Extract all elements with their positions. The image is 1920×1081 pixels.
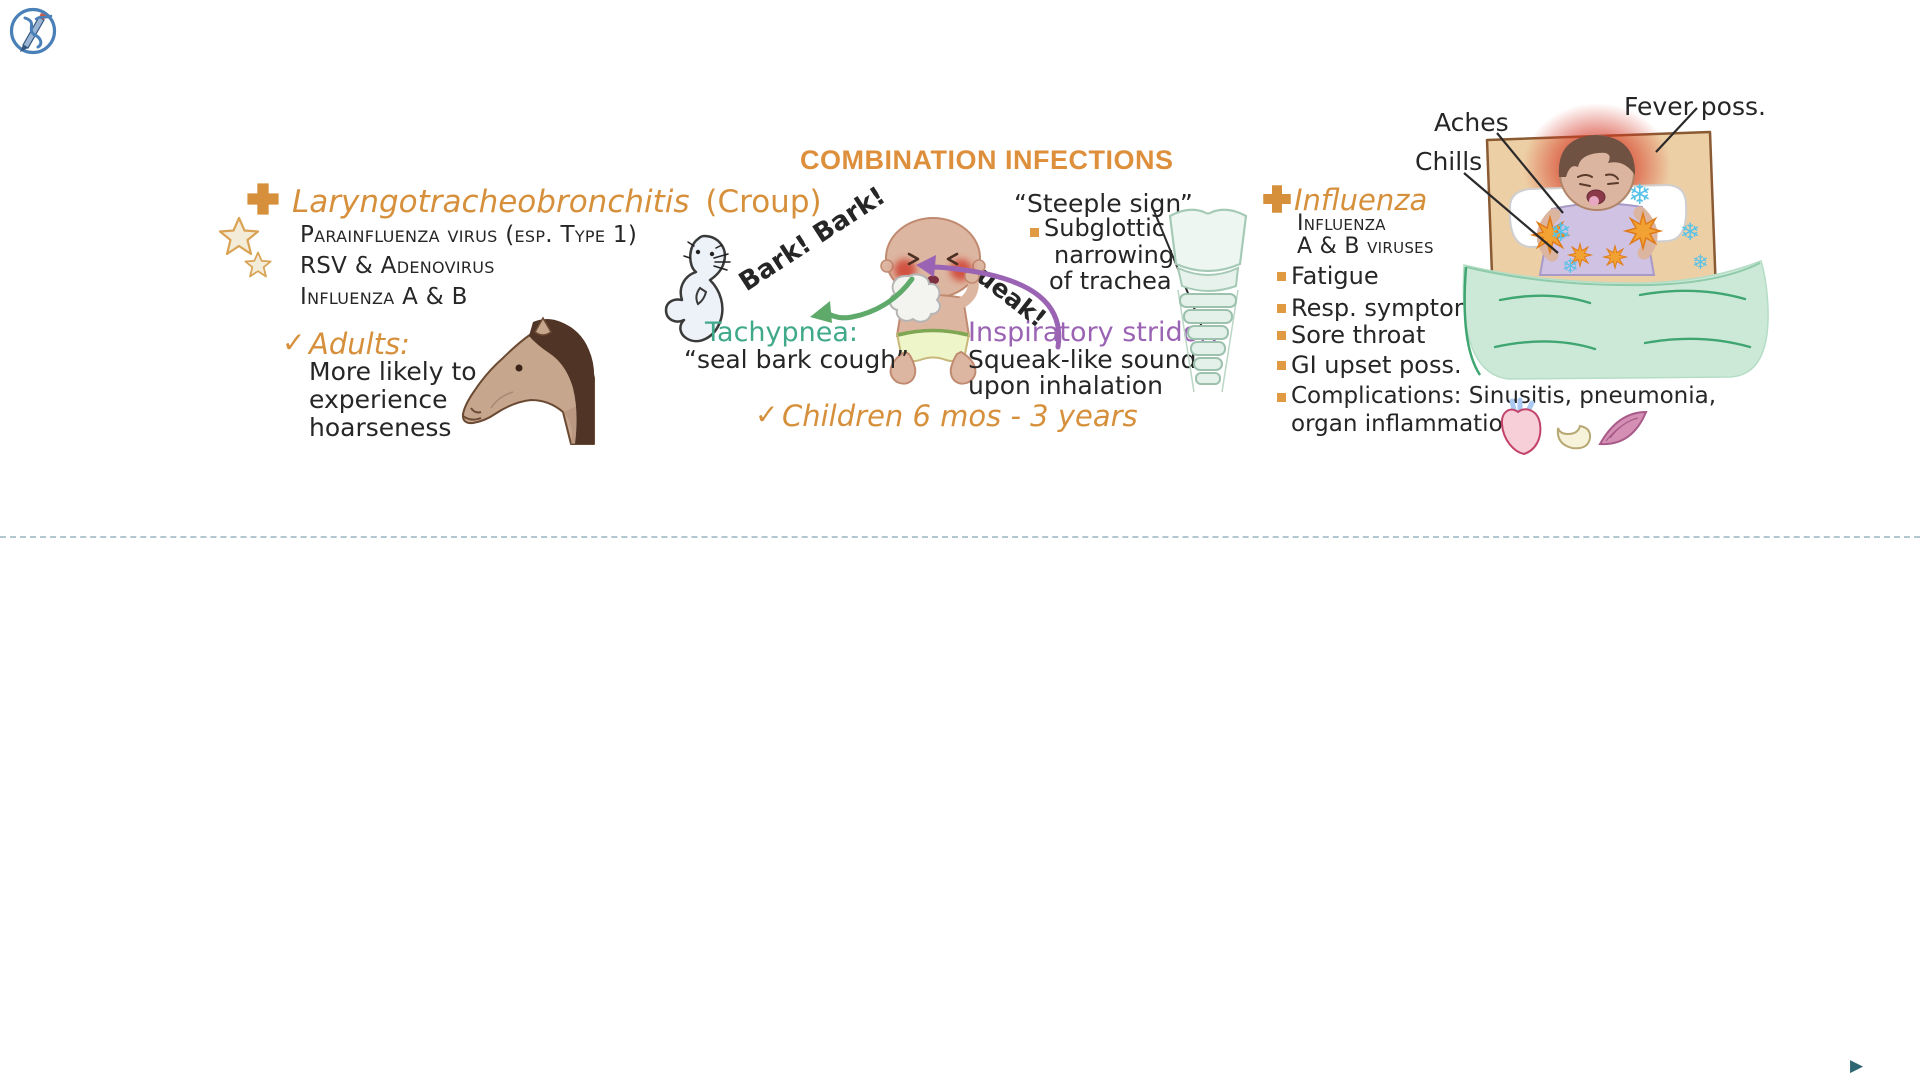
snowflake-icon: ❄ [1628, 178, 1652, 211]
etiology-item: RSV & Adenovirus [300, 253, 495, 279]
croup-heading-suffix: (Croup) [705, 184, 822, 220]
age-note: Children 6 mos - 3 years [782, 399, 1138, 433]
stridor-desc-line: upon inhalation [968, 371, 1163, 400]
snowflake-icon: ❄ [1550, 218, 1572, 248]
adults-line: hoarseness [309, 413, 452, 442]
fever-callout: Fever poss. [1624, 92, 1766, 121]
star-icon [218, 216, 260, 256]
influenza-bullet: Fatigue [1291, 262, 1379, 290]
page-title: COMBINATION INFECTIONS [800, 145, 1174, 175]
snowflake-icon: ❄ [1562, 254, 1579, 278]
bullet-square-icon [1277, 331, 1286, 340]
horse-illustration [461, 316, 595, 445]
steeple-desc-line: Subglottic [1044, 214, 1165, 242]
etiology-item: Parainfluenza virus (esp. Type 1) [300, 222, 638, 248]
influenza-virus-line: A & B viruses [1297, 234, 1434, 259]
steeple-sign-label: “Steeple sign” [1014, 189, 1193, 218]
bullet-square-icon [1277, 272, 1286, 281]
chills-callout: Chills [1415, 147, 1483, 176]
baby-illustration [880, 217, 986, 385]
steeple-desc-line: narrowing [1054, 241, 1175, 269]
slide-separator-dashed-line [0, 536, 1920, 538]
bullet-square-icon [1277, 304, 1286, 313]
influenza-virus-line: Influenza [1297, 211, 1386, 236]
organ-icons [1500, 397, 1648, 456]
influenza-bullet: Sore throat [1291, 321, 1426, 349]
cough-and-stridor-arrows [810, 255, 1062, 350]
influenza-bullet: Resp. symptoms [1291, 294, 1490, 322]
check-icon: ✓ [755, 398, 779, 431]
star-icon [244, 251, 272, 278]
adults-line: experience [309, 385, 448, 414]
adults-line: More likely to [309, 357, 477, 386]
bullet-square-icon [1277, 361, 1286, 370]
stridor-desc-line: Squeak-like sound [968, 345, 1197, 374]
bullet-square-icon [1277, 393, 1286, 402]
snowflake-icon: ❄ [1680, 218, 1701, 246]
croup-heading: Laryngotracheobronchitis (Croup) [292, 184, 822, 220]
tachypnea-desc: “seal bark cough” [684, 345, 910, 374]
check-icon: ✓ [282, 326, 306, 359]
influenza-heading: Influenza [1294, 183, 1428, 217]
pencil-caduceus-logo-icon [9, 7, 57, 55]
complications-line: Complications: Sinusitis, pneumonia, [1291, 383, 1717, 409]
influenza-bullet: GI upset poss. [1291, 351, 1462, 379]
adults-label: Adults: [309, 327, 410, 361]
trachea-illustration [1168, 208, 1248, 393]
bullet-square-icon [1030, 228, 1039, 237]
sick-person-in-bed-illustration [1462, 103, 1769, 380]
cross-icon [1263, 185, 1291, 213]
complications-line: organ inflammation. [1291, 411, 1525, 437]
stridor-label: Inspiratory stridor: [968, 317, 1219, 348]
tachypnea-label: Tachypnea: [705, 317, 859, 348]
etiology-item: Influenza A & B [300, 284, 468, 310]
steeple-desc-line: of trachea [1049, 267, 1172, 295]
croup-heading-text: Laryngotracheobronchitis [292, 184, 690, 220]
next-slide-button[interactable]: ▶ [1850, 1056, 1864, 1076]
snowflake-icon: ❄ [1692, 250, 1709, 274]
seal-illustration [664, 234, 731, 343]
cross-icon [247, 183, 279, 215]
aches-callout: Aches [1434, 108, 1509, 137]
